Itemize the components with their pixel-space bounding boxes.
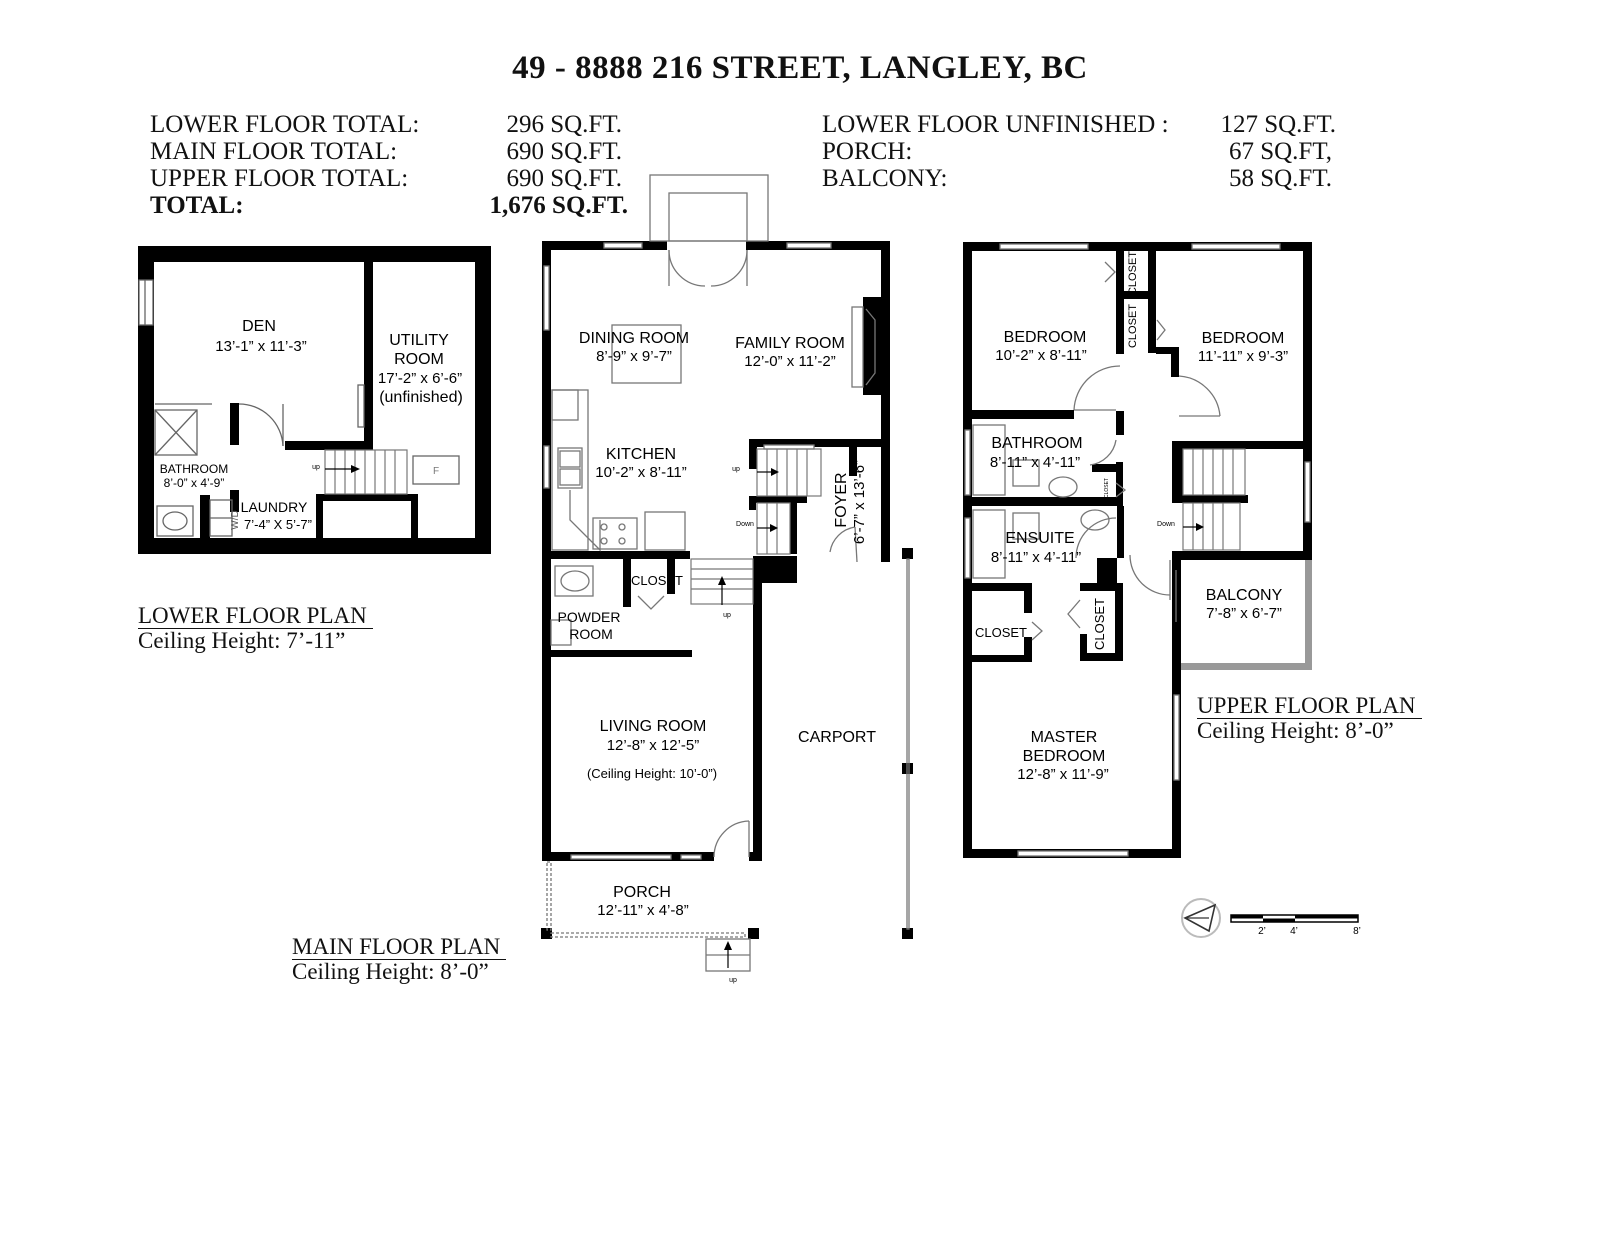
area-value: 67 SQ.FT, <box>1228 138 1332 165</box>
plan-name: UPPER FLOOR PLAN <box>1197 693 1422 719</box>
ensuite-label: ENSUITE <box>1005 530 1074 547</box>
living-room-ceiling-note: (Ceiling Height: 10’-0”) <box>587 766 717 781</box>
area-label: MAIN FLOOR TOTAL: <box>150 138 398 165</box>
upper-stair-down-label: Down <box>1157 521 1175 528</box>
porch-label: PORCH <box>613 884 671 901</box>
ceiling-height: Ceiling Height: 7’-11” <box>138 628 346 653</box>
porch-dimensions: 12’-11” x 4’-8” <box>597 902 688 919</box>
closet-label-hall: CLOSET <box>1104 478 1110 498</box>
lower-stair-up-label: up <box>312 464 320 471</box>
scale-bar: 2’ 4’ 8’ <box>1230 914 1361 937</box>
scale-tick-2: 2’ <box>1258 926 1266 937</box>
balcony-rail <box>1181 663 1312 670</box>
den-label: DEN <box>242 318 276 335</box>
area-label: UPPER FLOOR TOTAL: <box>150 165 409 192</box>
property-address: 49 - 8888 216 STREET, LANGLEY, BC <box>512 50 1088 86</box>
upper-details <box>964 243 1311 857</box>
main-floor-plan: DINING ROOM 8’-9” x 9’-7” FAMILY ROOM 12… <box>541 174 913 984</box>
main-stair-down-label: Down <box>736 521 754 528</box>
utility-note: (unfinished) <box>379 389 463 406</box>
family-room-label: FAMILY ROOM <box>735 335 845 352</box>
compass-icon <box>1181 898 1221 938</box>
ensuite-dimensions: 8’-11” x 4’-11” <box>991 549 1081 566</box>
furnace-label: F <box>433 466 439 477</box>
lower-stairs <box>324 449 408 495</box>
main-details <box>543 174 910 972</box>
utility-label-2: ROOM <box>394 351 444 368</box>
lower-bathroom-label: BATHROOM <box>160 462 228 476</box>
master-bedroom-label-2: BEDROOM <box>1023 748 1106 765</box>
lower-floor-title: LOWER FLOOR PLAN Ceiling Height: 7’-11” <box>138 603 373 653</box>
main-stair-up-label: up <box>732 466 740 473</box>
living-room-label: LIVING ROOM <box>600 718 707 735</box>
bedroom-2-label: BEDROOM <box>1202 330 1285 347</box>
balcony-label: BALCONY <box>1206 587 1283 604</box>
upper-bathroom-label: BATHROOM <box>991 435 1082 452</box>
plan-name: MAIN FLOOR PLAN <box>292 934 507 960</box>
closet-label-bedroom-1: CLOSET <box>1127 304 1139 348</box>
area-value: 58 SQ.FT. <box>1228 165 1332 192</box>
ceiling-height: Ceiling Height: 8’-0” <box>292 959 489 984</box>
master-bedroom-dimensions: 12’-8” x 11’-9” <box>1017 766 1108 783</box>
area-value: 127 SQ.FT. <box>1220 111 1336 138</box>
closet-label-master-2: CLOSET <box>1092 598 1107 650</box>
kitchen-label: KITCHEN <box>606 446 676 463</box>
ceiling-height: Ceiling Height: 8’-0” <box>1197 718 1394 743</box>
area-label: BALCONY: <box>822 165 948 192</box>
family-room-dimensions: 12’-0” x 11’-2” <box>744 353 835 370</box>
scale-tick-8: 8’ <box>1353 926 1361 937</box>
closet-label-bedroom-2: CLOSET <box>1127 251 1139 295</box>
utility-dimensions: 17’-2” x 6’-6” <box>378 370 462 387</box>
utility-label: UTILITY <box>389 332 449 349</box>
carport-label: CARPORT <box>798 729 876 746</box>
dining-room-label: DINING ROOM <box>579 330 689 347</box>
upper-bathroom-dimensions: 8’-11” x 4’-11” <box>990 454 1080 471</box>
bedroom-2-dimensions: 11’-11” x 9’-3” <box>1198 348 1288 365</box>
closet-label-master: CLOSET <box>975 625 1027 640</box>
lower-floor-plan: DEN 13’-1” x 11’-3” UTILITY ROOM 17’-2” … <box>138 246 491 554</box>
upper-stairs <box>1182 448 1246 551</box>
den-dimensions: 13’-1” x 11’-3” <box>215 338 306 355</box>
foyer-label: FOYER <box>833 472 850 527</box>
lower-details <box>138 279 460 537</box>
area-value: 296 SQ.FT. <box>506 111 622 138</box>
main-stairs <box>690 448 822 968</box>
area-value: 690 SQ.FT. <box>506 138 622 165</box>
entry-stair-up-label: up <box>723 612 731 619</box>
living-room-dimensions: 12’-8” x 12’-5” <box>607 737 700 754</box>
area-label: LOWER FLOOR UNFINISHED : <box>822 111 1169 138</box>
balcony-dimensions: 7’-8” x 6’-7” <box>1206 605 1282 622</box>
washer-dryer-label: W/D <box>230 510 241 529</box>
bedroom-1-dimensions: 10’-2” x 8’-11” <box>995 347 1086 364</box>
scale-tick-4: 4’ <box>1290 926 1298 937</box>
main-floor-title: MAIN FLOOR PLAN Ceiling Height: 8’-0” <box>292 934 507 984</box>
kitchen-dimensions: 10’-2” x 8’-11” <box>595 464 686 481</box>
area-value: 1,676 SQ.FT. <box>489 192 628 219</box>
upper-floor-title: UPPER FLOOR PLAN Ceiling Height: 8’-0” <box>1197 693 1422 743</box>
area-label: LOWER FLOOR TOTAL: <box>150 111 420 138</box>
laundry-label: LAUNDRY <box>241 499 308 515</box>
dining-room-dimensions: 8’-9” x 9’-7” <box>596 348 672 365</box>
balcony-rail-side <box>1305 560 1312 670</box>
area-label: PORCH: <box>822 138 913 165</box>
area-label: TOTAL: <box>150 192 244 219</box>
powder-room-label-2: ROOM <box>569 626 613 642</box>
plan-name: LOWER FLOOR PLAN <box>138 603 373 629</box>
upper-floor-plan: BEDROOM 10’-2” x 8’-11” BEDROOM 11’-11” … <box>963 242 1312 858</box>
main-closet-label: CLOSET <box>631 573 683 588</box>
foyer-dimensions: 6’-7” x 13’-6” <box>851 460 868 544</box>
laundry-dimensions: 7’-4” X 5’-7” <box>244 517 312 532</box>
bedroom-1-label: BEDROOM <box>1004 329 1087 346</box>
lower-bathroom-dimensions: 8’-0” x 4’-9” <box>164 476 225 490</box>
porch-stair-up-label: up <box>729 977 737 984</box>
master-bedroom-label: MASTER <box>1031 729 1098 746</box>
area-value: 690 SQ.FT. <box>506 165 622 192</box>
powder-room-label: POWDER <box>558 609 621 625</box>
